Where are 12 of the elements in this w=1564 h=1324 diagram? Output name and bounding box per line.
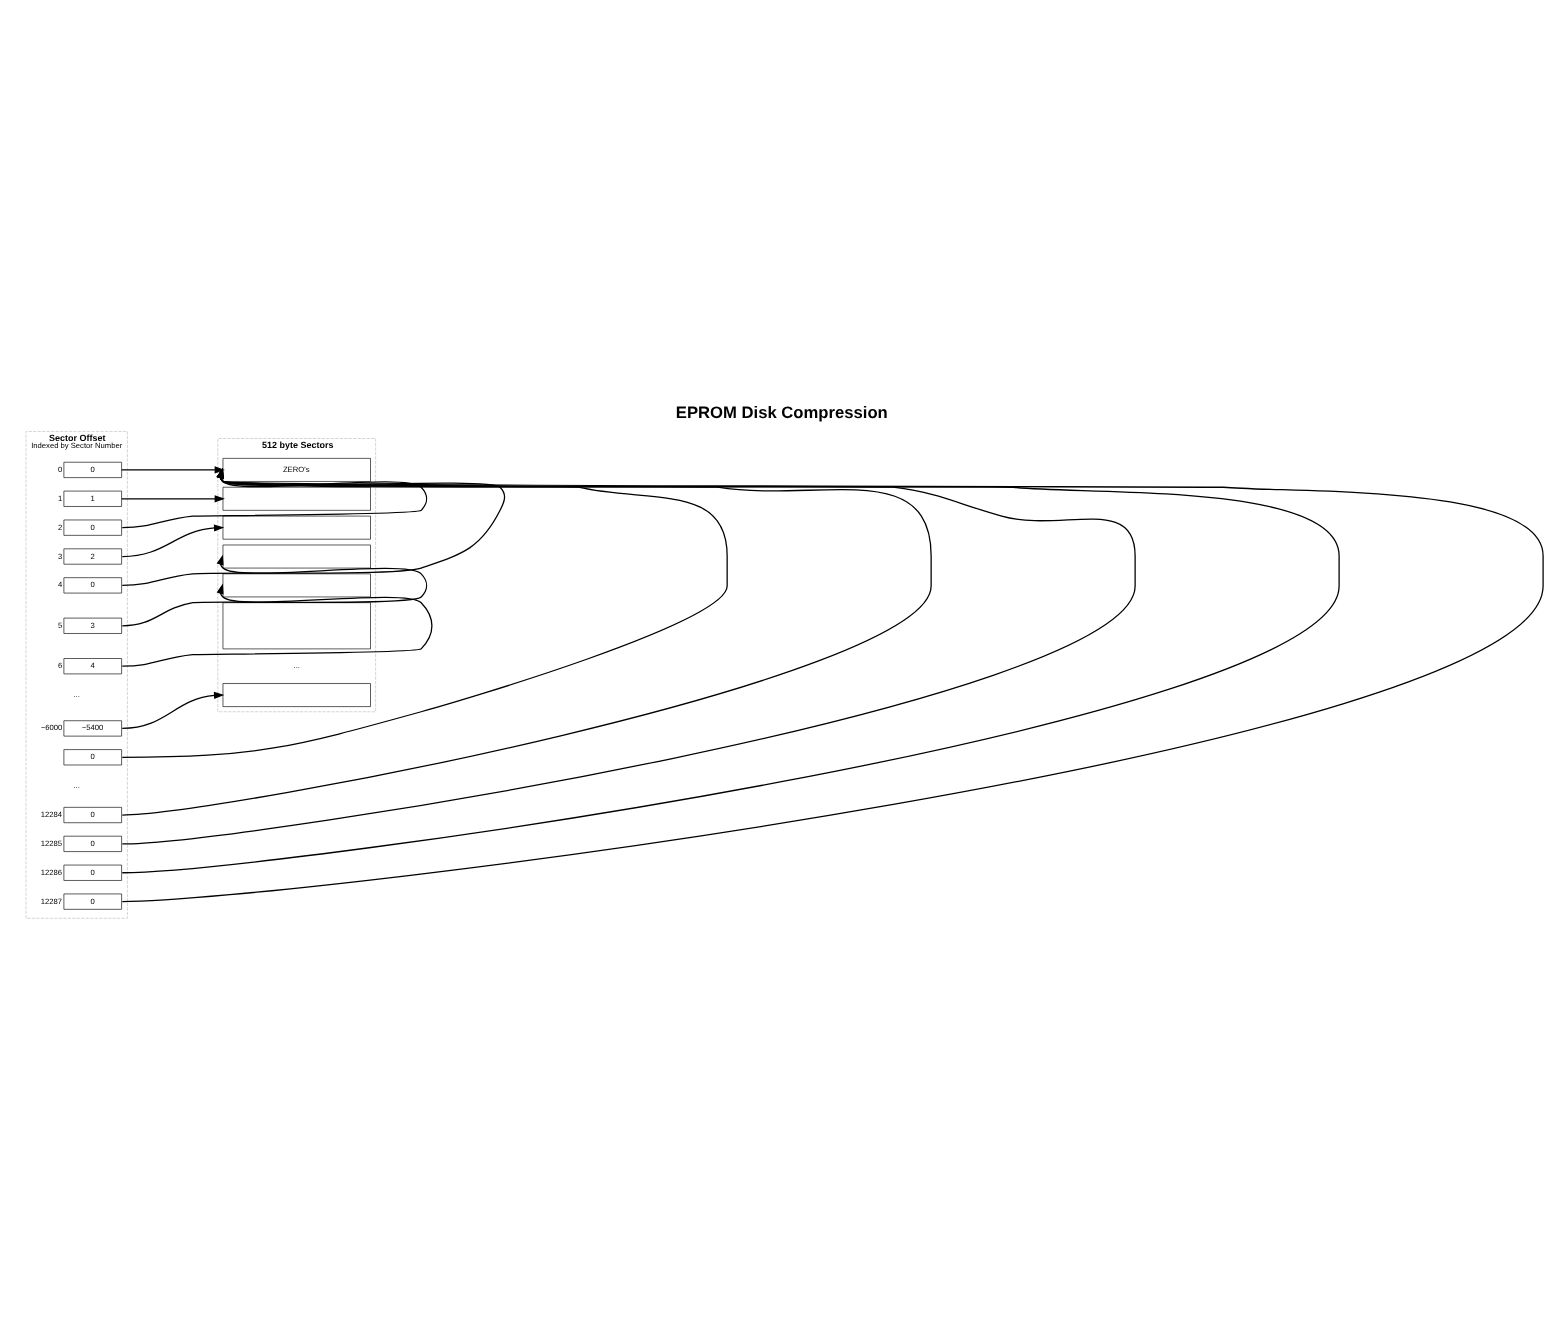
arrow [121, 582, 433, 666]
node-box [222, 485, 371, 510]
node-box [222, 601, 371, 649]
node-box [222, 572, 371, 597]
arrow [121, 553, 428, 626]
node-box [222, 682, 371, 706]
arrow [121, 523, 225, 557]
node-box [222, 543, 371, 568]
arrow [121, 690, 225, 729]
node-box [222, 514, 371, 539]
diagram-title: EPROM Disk Compression [675, 400, 888, 421]
arrow [120, 494, 225, 502]
